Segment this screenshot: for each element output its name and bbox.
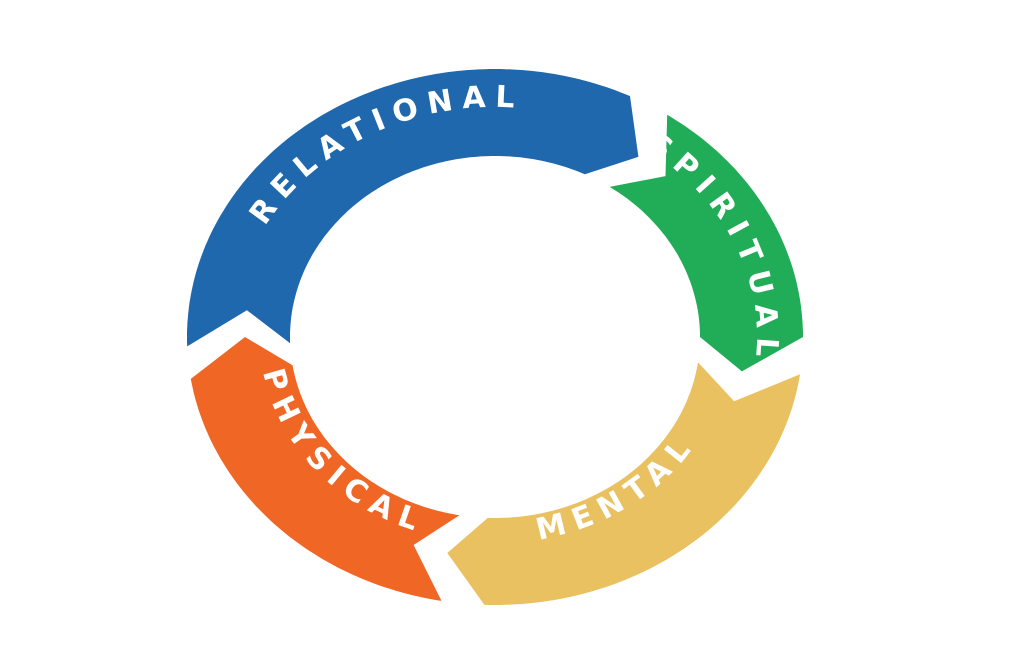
segment-physical: [190, 337, 460, 601]
segment-spiritual: [609, 114, 803, 372]
segment-relational: [187, 69, 639, 347]
segment-mental: [447, 362, 800, 605]
